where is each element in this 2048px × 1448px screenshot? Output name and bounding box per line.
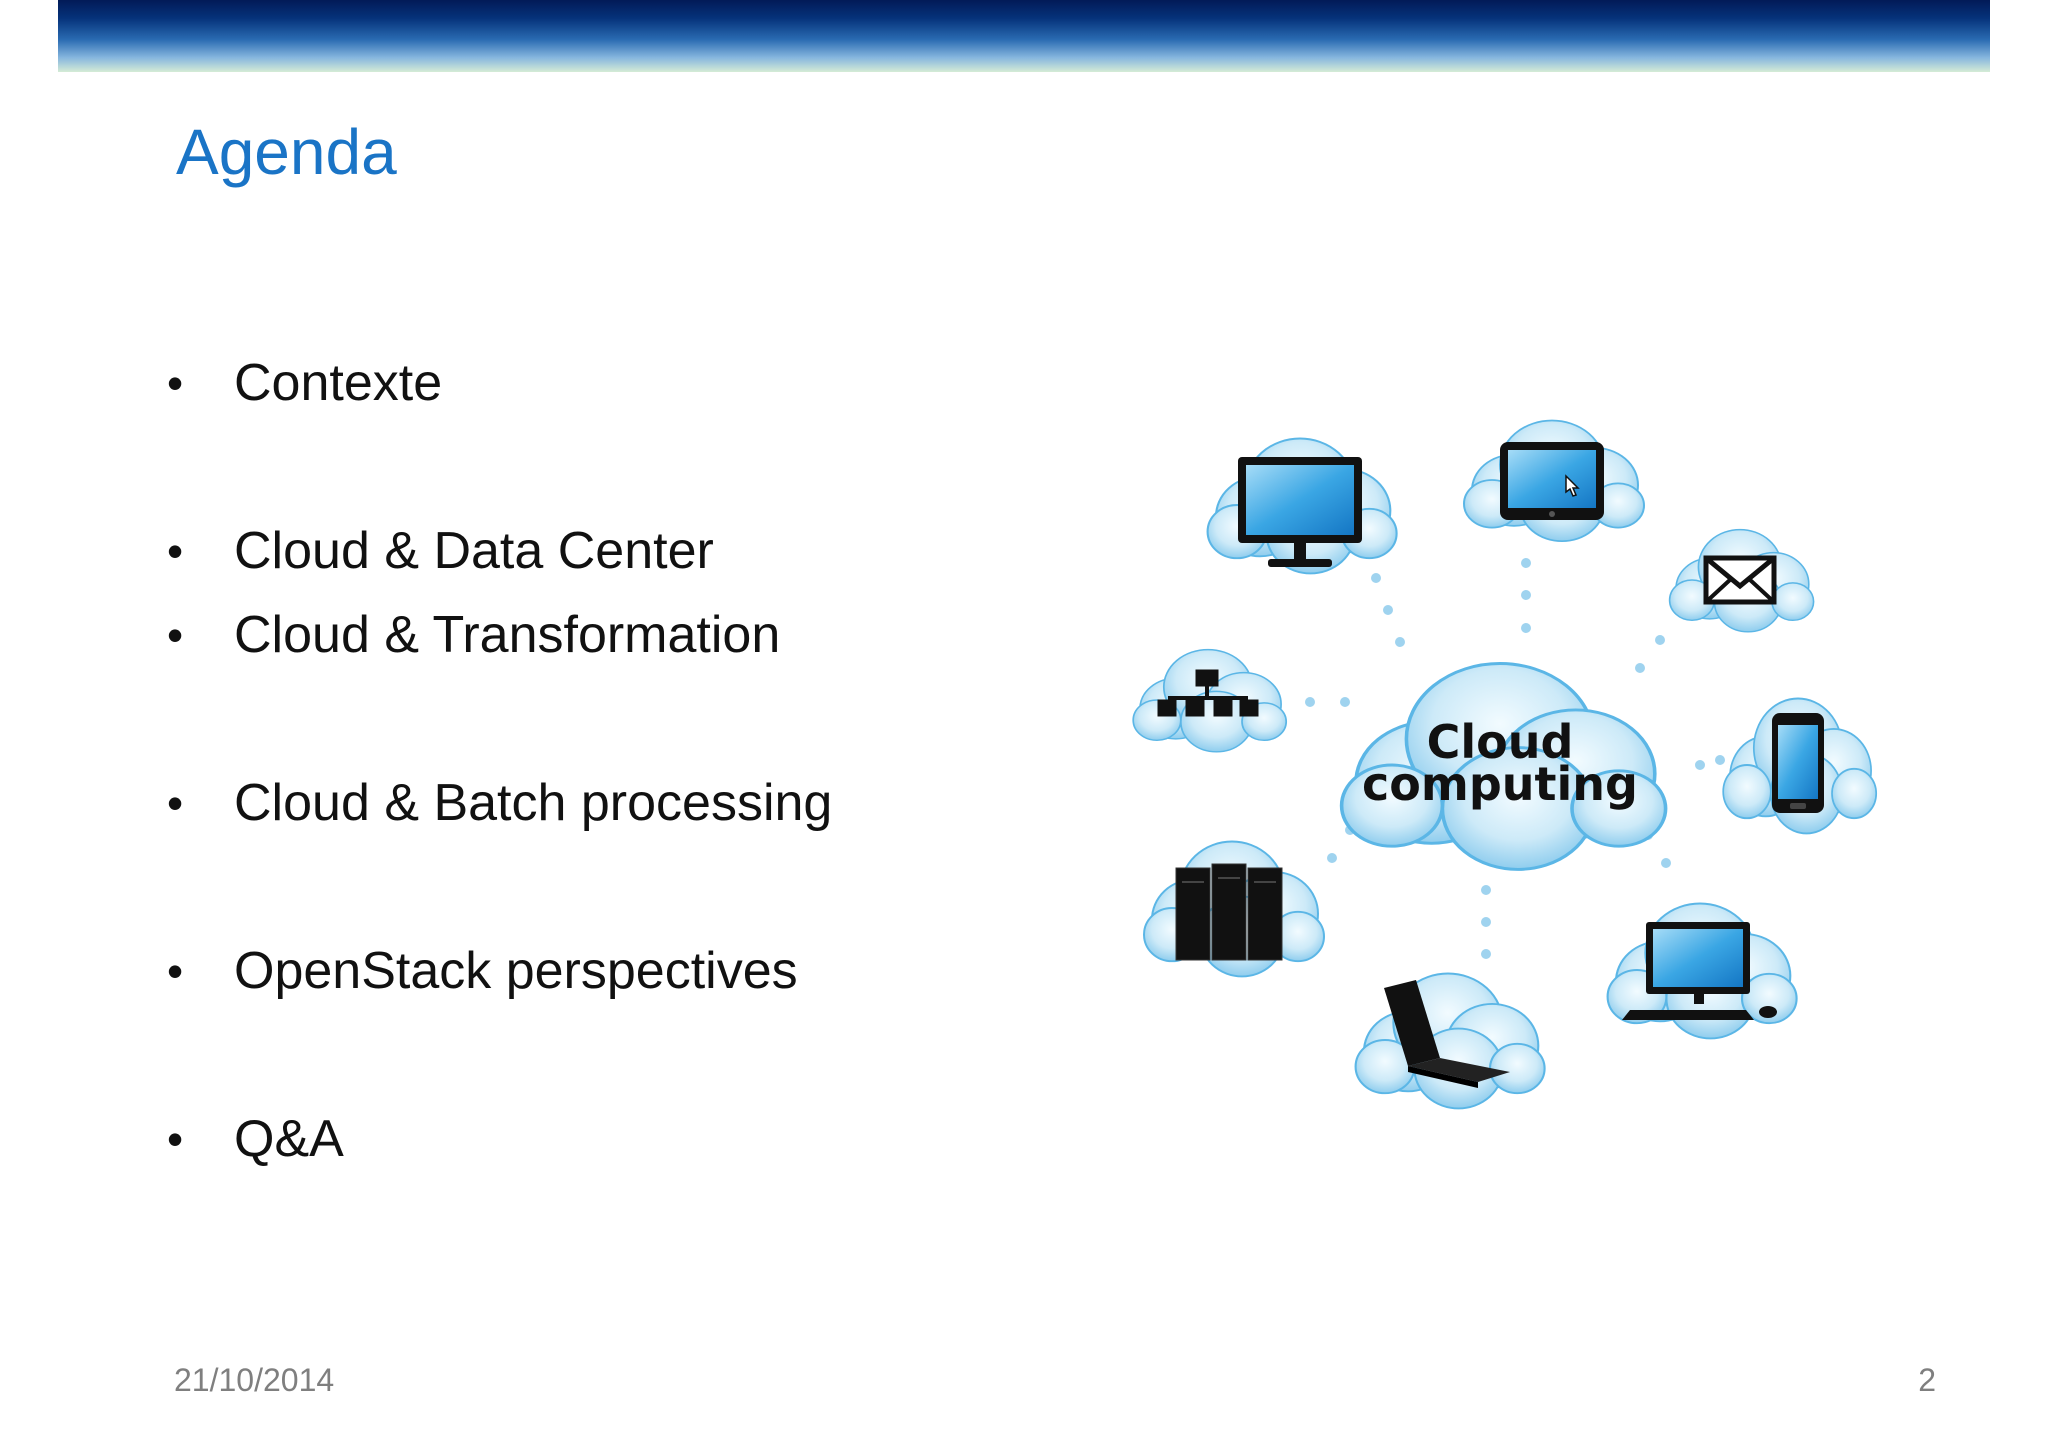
desktop-computer-cloud: [1606, 902, 1798, 1040]
footer-date: 21/10/2014: [174, 1362, 335, 1398]
smartphone-icon: [1772, 713, 1824, 813]
bullet-icon: •: [166, 525, 184, 577]
agenda-item-label: Contexte: [234, 354, 443, 412]
agenda-item-label: Cloud & Batch processing: [234, 774, 833, 832]
bullet-icon: •: [166, 1113, 184, 1165]
network-icon: [1157, 669, 1259, 717]
laptop-icon: [1384, 980, 1510, 1088]
server-cloud: [1143, 840, 1325, 978]
monitor-icon: [1238, 457, 1362, 567]
bullet-icon: •: [166, 357, 184, 409]
bullet-icon: •: [166, 945, 184, 997]
monitor-cloud: [1206, 437, 1398, 575]
agenda-item-label: Cloud & Transformation: [234, 606, 781, 664]
laptop-cloud: [1354, 972, 1546, 1110]
server-icon: [1175, 863, 1283, 961]
bullet-icon: •: [166, 777, 184, 829]
mail-cloud: [1668, 528, 1815, 633]
mail-icon: [1703, 555, 1777, 605]
bullet-icon: •: [166, 609, 184, 661]
slide-title: Agenda: [176, 116, 397, 188]
agenda-item-label: Q&A: [234, 1110, 344, 1168]
network-cloud: [1132, 648, 1288, 753]
smartphone-cloud: [1722, 697, 1878, 835]
agenda-item-label: Cloud & Data Center: [234, 522, 714, 580]
tablet-icon: [1500, 442, 1604, 520]
header-gradient-band: [58, 0, 1990, 72]
cloud-label-line2: computing: [1362, 757, 1638, 811]
tablet-cloud: [1463, 419, 1645, 543]
cloud-computing-illustration: Cloud computing: [1132, 419, 1878, 1110]
cloud-label-line1: Cloud: [1427, 715, 1574, 769]
desktop-computer-icon: [1622, 922, 1777, 1020]
agenda-item-label: OpenStack perspectives: [234, 942, 798, 1000]
central-cloud: Cloud computing: [1339, 661, 1668, 872]
footer-page-number: 2: [1918, 1362, 1936, 1398]
